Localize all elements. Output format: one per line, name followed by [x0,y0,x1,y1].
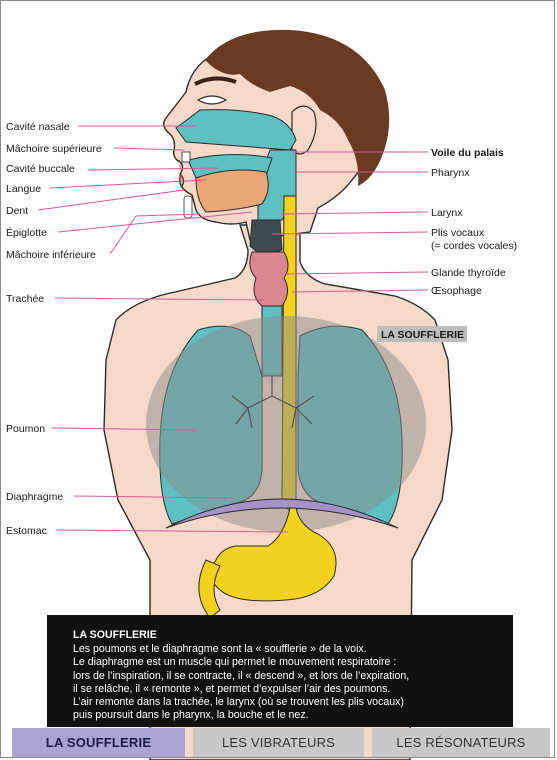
upper-teeth [181,151,191,163]
info-line: L’air remonte dans la trachée, le larynx… [73,696,404,709]
tab-la-soufflerie[interactable]: LA SOUFFLERIE [12,728,185,758]
duodenum-shape [198,559,221,619]
label-voile-du-palais: Voile du palais [431,147,504,159]
label-poumon: Poumon [6,423,45,435]
info-line: il se relâche, il « remonte », et permet… [73,682,391,695]
leader-machoire-superieure [113,147,185,151]
label-cordes-vocales: (= cordes vocales) [431,240,517,252]
thyroid-shape [249,251,289,307]
leader-dent [37,189,185,211]
tab-les-resonateurs[interactable]: LES RÉSONATEURS [372,728,550,758]
leader-plis-vocaux [271,231,429,235]
nasal-cavity-shape [175,109,297,151]
leader-diaphragme [73,495,235,499]
info-box: LA SOUFFLERIE Les poumons et le diaphrag… [47,615,513,727]
label-epiglotte: Épiglotte [6,226,47,239]
leader-epiglotte [57,211,253,233]
lower-teeth [183,195,193,219]
leader-glande-thyroide [285,271,429,275]
info-line: Le diaphragme est un muscle qui permet l… [73,656,397,669]
soufflerie-zone [146,316,426,532]
eyebrow [194,76,237,86]
label-larynx: Larynx [431,207,463,219]
info-box-title: LA SOUFFLERIE [73,629,157,641]
leader-estomac [55,529,289,533]
leader-poumon [51,427,197,431]
hair [205,29,390,186]
leader-trachee [54,297,265,301]
label-machoire-inferieure: Mâchoire inférieure [6,249,96,261]
zone-badge-bg [377,326,467,342]
tab-les-vibrateurs[interactable]: LES VIBRATEURS [193,728,364,758]
label-dent: Dent [6,205,28,217]
info-line: puis poursuit dans le pharynx, la bouche… [73,709,309,722]
leader-langue [49,179,207,189]
label-plis-vocaux: Plis vocaux [431,227,485,239]
label-glande-thyroide: Glande thyroïde [431,267,506,279]
leader-oesophage [291,289,429,293]
leader-larynx [281,211,429,215]
stomach-shape [210,507,337,602]
info-line: lors de l’inspiration, il se contracte, … [73,669,410,682]
label-estomac: Estomac [6,525,47,537]
label-oesophage: Œsophage [431,285,482,297]
eye [196,95,228,105]
label-cavite-nasale: Cavité nasale [6,121,70,133]
leader-machoire-inferieure [109,213,201,255]
label-langue: Langue [6,183,41,195]
info-line: Les poumons et le diaphragme sont la « s… [73,643,367,656]
tongue-shape [195,169,269,213]
label-machoire-superieure: Mâchoire supérieure [6,143,102,155]
zone-badge: LA SOUFFLERIE [381,329,464,341]
section-tabs: LA SOUFFLERIE LES VIBRATEURS LES RÉSONAT… [12,728,552,758]
label-diaphragme: Diaphragme [6,491,63,503]
diaphragm-shape [165,498,399,529]
label-pharynx: Pharynx [431,167,470,179]
ear [291,105,317,155]
larynx-shape [249,219,283,257]
label-trachee: Trachée [6,293,44,305]
lips [177,159,185,187]
leader-cavite-buccale [87,167,219,171]
label-cavite-buccale: Cavité buccale [6,163,75,175]
